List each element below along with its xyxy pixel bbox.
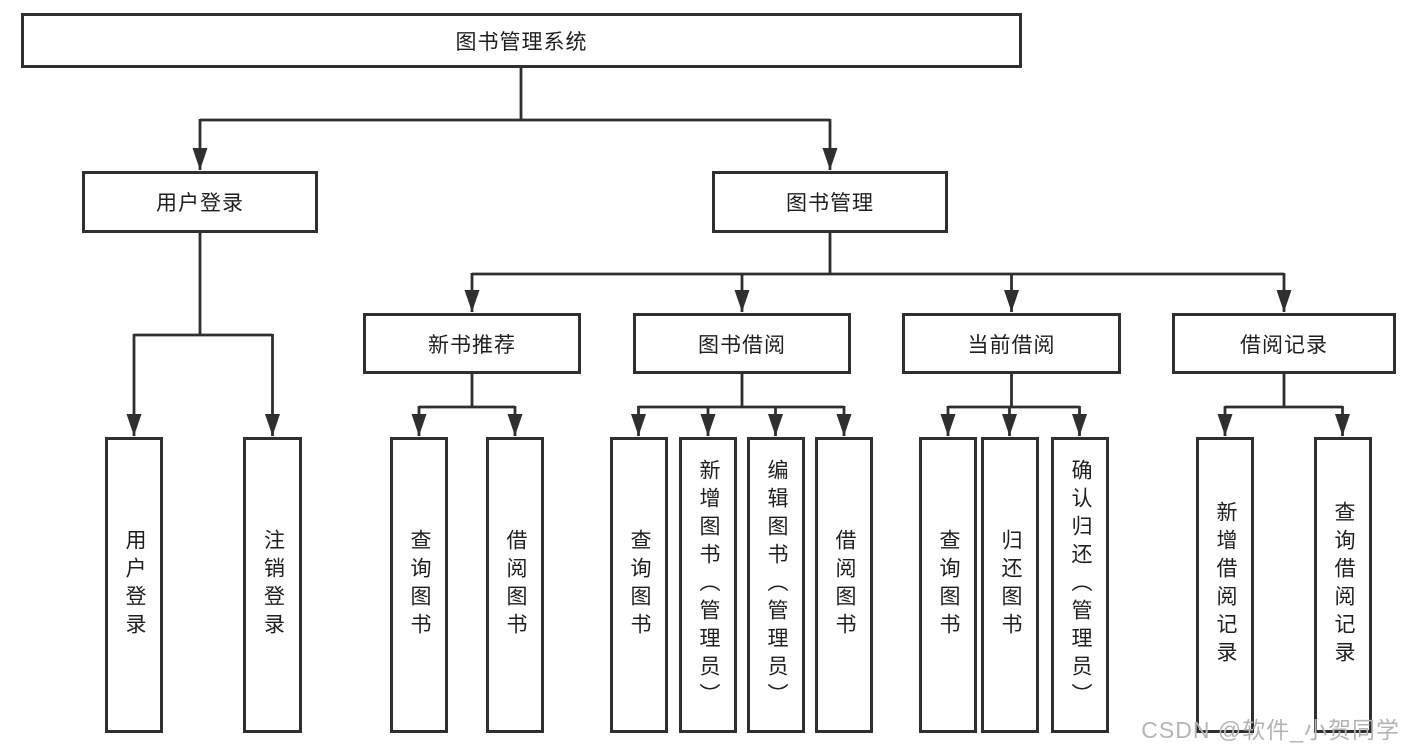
node-label: 用户登录 [123, 529, 146, 641]
node-label: 查询图书 [408, 529, 431, 641]
node-label: 当前借阅 [967, 333, 1056, 357]
node-label: 确认归还（管理员） [1069, 459, 1092, 711]
node-new-book-recommend: 新书推荐 [363, 313, 581, 374]
node-label: 新增图书（管理员） [697, 459, 720, 711]
node-label: 借阅图书 [504, 529, 527, 641]
node-label: 归还图书 [999, 529, 1022, 641]
node-label: 编辑图书（管理员） [765, 459, 788, 711]
node-borrow-records: 借阅记录 [1172, 313, 1396, 374]
node-label: 注销登录 [261, 529, 285, 641]
csdn-watermark: CSDN @软件_小贺同学 [1141, 717, 1400, 743]
leaf-query-books-borrow: 查询图书 [610, 437, 668, 733]
node-label: 图书管理系统 [455, 30, 588, 54]
node-label: 图书借阅 [698, 333, 786, 357]
node-label: 借阅记录 [1240, 333, 1328, 357]
node-current-borrow: 当前借阅 [902, 313, 1121, 374]
leaf-logout: 注销登录 [243, 437, 302, 733]
node-label: 图书管理 [786, 192, 874, 215]
node-label: 查询图书 [937, 529, 960, 641]
connector-new-book-recommend-to-leaves [411, 374, 523, 436]
leaf-borrow-book: 借阅图书 [815, 437, 873, 733]
node-label: 查询图书 [628, 529, 651, 641]
node-label: 借阅图书 [833, 529, 856, 641]
leaf-query-books-current: 查询图书 [919, 437, 977, 733]
connector-book-management-to-level3 [464, 233, 1292, 312]
node-label: 用户登录 [156, 192, 244, 215]
connector-user-login-to-leaves [126, 233, 280, 436]
node-book-borrow: 图书借阅 [633, 313, 851, 374]
node-library-management-system: 图书管理系统 [21, 13, 1022, 68]
leaf-query-books-recommend: 查询图书 [390, 437, 448, 733]
leaf-query-borrow-record: 查询借阅记录 [1314, 437, 1372, 733]
leaf-return-book: 归还图书 [981, 437, 1039, 733]
connector-borrow-records-to-leaves [1217, 374, 1350, 436]
leaf-add-book-admin: 新增图书（管理员） [679, 437, 737, 733]
leaf-user-login: 用户登录 [105, 437, 163, 733]
connector-book-borrow-to-leaves [631, 374, 852, 436]
connector-current-borrow-to-leaves [940, 374, 1087, 436]
node-label: 新增借阅记录 [1214, 501, 1237, 669]
node-user-login: 用户登录 [82, 171, 318, 233]
leaf-borrow-book-recommend: 借阅图书 [486, 437, 544, 733]
connector-root-to-level2 [192, 68, 838, 170]
leaf-edit-book-admin: 编辑图书（管理员） [747, 437, 805, 733]
node-label: 新书推荐 [428, 333, 516, 357]
leaf-confirm-return-admin: 确认归还（管理员） [1051, 437, 1109, 733]
node-book-management: 图书管理 [712, 171, 948, 233]
leaf-add-borrow-record: 新增借阅记录 [1196, 437, 1254, 733]
node-label: 查询借阅记录 [1332, 501, 1355, 669]
